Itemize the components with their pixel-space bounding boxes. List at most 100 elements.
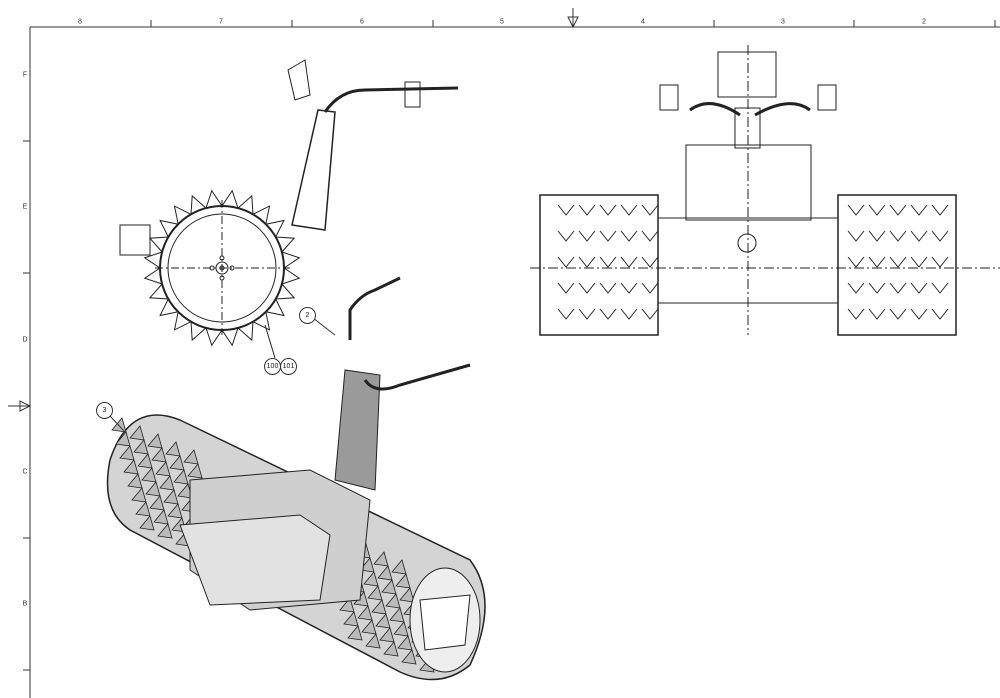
center-arrow-left-icon xyxy=(8,400,32,412)
spike xyxy=(847,308,865,320)
front-view xyxy=(530,45,1000,336)
spike xyxy=(155,461,171,477)
spike xyxy=(115,431,131,447)
spike xyxy=(275,283,296,300)
row-label: B xyxy=(22,600,28,608)
spike xyxy=(931,308,949,320)
spike xyxy=(389,607,405,623)
spike xyxy=(910,256,928,268)
spike xyxy=(620,204,638,216)
spike xyxy=(620,256,638,268)
spike xyxy=(367,585,383,601)
spike xyxy=(641,308,659,320)
spike xyxy=(847,230,865,242)
side-view xyxy=(119,59,459,359)
spike xyxy=(910,230,928,242)
spike xyxy=(910,204,928,216)
row-label: F xyxy=(22,71,28,79)
spike xyxy=(343,611,359,627)
spike xyxy=(141,467,157,483)
spike xyxy=(599,256,617,268)
spike xyxy=(868,308,886,320)
spike xyxy=(159,298,179,317)
spike xyxy=(868,282,886,294)
spike xyxy=(641,230,659,242)
spike xyxy=(143,251,163,269)
spike xyxy=(361,619,377,635)
spike xyxy=(149,495,165,511)
spike xyxy=(167,503,183,519)
balloon-100: 100 xyxy=(264,358,281,375)
spike xyxy=(281,251,301,269)
row-label: E xyxy=(22,203,28,211)
column-label: 3 xyxy=(781,18,785,26)
spike xyxy=(373,551,389,567)
spike xyxy=(131,487,147,503)
spike xyxy=(557,308,575,320)
balloon-2: 2 xyxy=(299,307,316,324)
spike xyxy=(371,599,387,615)
spike xyxy=(147,433,163,449)
spike xyxy=(399,587,415,603)
spike xyxy=(190,194,207,215)
spike xyxy=(599,230,617,242)
spike xyxy=(641,256,659,268)
spike xyxy=(173,469,189,485)
spike xyxy=(557,230,575,242)
sheet-border xyxy=(8,8,1000,698)
spike xyxy=(557,282,575,294)
balloon-3: 3 xyxy=(96,402,113,419)
spike xyxy=(145,481,161,497)
spike xyxy=(391,559,407,575)
spike xyxy=(190,321,207,342)
spike xyxy=(165,441,181,457)
spike xyxy=(365,633,381,649)
spike xyxy=(578,256,596,268)
spike xyxy=(868,230,886,242)
spike xyxy=(187,463,203,479)
spike xyxy=(135,501,151,517)
spike xyxy=(931,256,949,268)
spike xyxy=(163,489,179,505)
spike xyxy=(153,509,169,525)
spike xyxy=(889,256,907,268)
spike xyxy=(339,597,355,613)
spike xyxy=(143,267,163,285)
spike xyxy=(347,625,363,641)
spike xyxy=(931,282,949,294)
spike xyxy=(393,621,409,637)
spike xyxy=(119,445,135,461)
spike xyxy=(133,439,149,455)
column-label: 7 xyxy=(219,18,223,26)
spike xyxy=(183,449,199,465)
spike xyxy=(401,649,417,665)
row-label: C xyxy=(22,468,28,476)
spike xyxy=(578,308,596,320)
spike xyxy=(137,453,153,469)
spike xyxy=(237,194,254,215)
spike xyxy=(385,593,401,609)
spike xyxy=(375,613,391,629)
spike xyxy=(383,641,399,657)
spike xyxy=(889,230,907,242)
spike xyxy=(599,204,617,216)
spike xyxy=(557,256,575,268)
spike xyxy=(265,219,285,238)
spike xyxy=(169,455,185,471)
column-label: 8 xyxy=(78,18,82,26)
column-ticks xyxy=(150,20,996,27)
balloon-101: 101 xyxy=(280,358,297,375)
spike xyxy=(205,327,223,347)
spike xyxy=(357,605,373,621)
spike xyxy=(148,283,169,300)
spike xyxy=(379,627,395,643)
spike xyxy=(281,267,301,285)
spike xyxy=(889,282,907,294)
spike xyxy=(868,204,886,216)
spike xyxy=(910,308,928,320)
spike xyxy=(931,204,949,216)
column-label: 5 xyxy=(500,18,504,26)
spike xyxy=(599,308,617,320)
spike xyxy=(620,230,638,242)
